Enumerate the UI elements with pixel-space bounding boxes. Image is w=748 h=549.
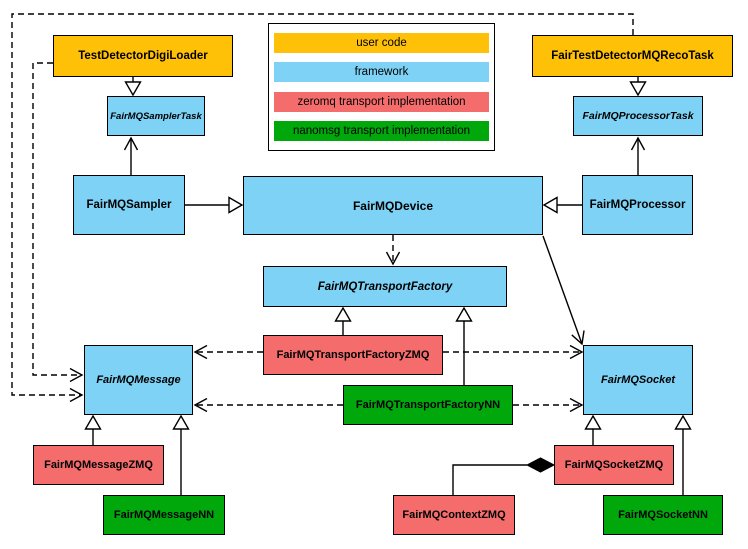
class-name-label: FairMQMessage xyxy=(96,374,181,386)
legend-item-framework: framework xyxy=(274,62,489,83)
class-box-tfzmq: FairMQTransportFactoryZMQ xyxy=(263,335,443,375)
edge-recotask-processortask-inheritance xyxy=(629,77,647,97)
open-arrowhead xyxy=(571,330,585,346)
class-name-label: FairMQSamplerTask xyxy=(110,110,202,122)
class-box-socket: FairMQSocket xyxy=(583,345,693,415)
edge-device-transportfactory-dependency xyxy=(385,235,401,266)
class-name-label: FairMQProcessor xyxy=(589,199,686,211)
edge-tfnn-socket-dependency xyxy=(513,397,584,413)
class-name-label: FairMQTransportFactory xyxy=(317,280,453,293)
inheritance-arrowhead xyxy=(584,414,602,430)
open-arrowhead xyxy=(123,136,139,151)
edge-tfzmq-socket-dependency xyxy=(443,344,584,360)
open-arrowhead xyxy=(569,397,584,413)
inheritance-arrowhead xyxy=(629,81,647,97)
legend-item-label: user code xyxy=(356,37,407,50)
inheritance-arrowhead xyxy=(455,306,473,322)
edge-tfnn-message-dependency xyxy=(193,397,343,413)
class-name-label: FairTestDetectorMQRecoTask xyxy=(551,50,714,62)
inheritance-arrowhead xyxy=(674,414,692,430)
edge-socketzmq-socket-inheritance xyxy=(584,414,602,445)
legend-item-zeromq: zeromq transport implementation xyxy=(274,91,489,112)
edge-messagenn-message-inheritance xyxy=(172,414,190,495)
open-arrowhead xyxy=(69,387,84,403)
inheritance-arrowhead xyxy=(124,81,142,97)
inheritance-arrowhead xyxy=(542,196,558,214)
edge-processor-processortask-association xyxy=(630,136,646,175)
class-box-socketzmq: FairMQSocketZMQ xyxy=(554,445,674,485)
class-box-samplertask: FairMQSamplerTask xyxy=(107,96,205,136)
open-arrowhead xyxy=(385,251,401,266)
class-box-transportfactory: FairMQTransportFactory xyxy=(263,266,507,307)
edge-recotask-message-dependency xyxy=(11,13,634,403)
legend-item-nanomsg: nanomsg transport implementation xyxy=(274,120,489,141)
inheritance-arrowhead xyxy=(172,414,190,430)
class-box-messagenn: FairMQMessageNN xyxy=(103,495,225,535)
edge-socketnn-socket-inheritance xyxy=(674,414,692,495)
open-arrowhead xyxy=(569,344,584,360)
open-arrowhead xyxy=(193,344,208,360)
class-box-socketnn: FairMQSocketNN xyxy=(603,495,723,535)
inheritance-arrowhead xyxy=(334,306,352,322)
edge-digiloader-samplertask-inheritance xyxy=(124,77,142,97)
class-box-sampler: FairMQSampler xyxy=(73,175,185,235)
edge-digiloader-message-dependency xyxy=(32,62,84,383)
class-box-processortask: FairMQProcessorTask xyxy=(573,96,703,136)
class-box-contextzmq: FairMQContextZMQ xyxy=(393,495,515,535)
edge-tfzmq-message-dependency xyxy=(193,344,263,360)
class-name-label: FairMQSocketZMQ xyxy=(564,459,664,471)
class-name-label: FairMQTransportFactoryZMQ xyxy=(276,349,430,361)
class-name-label: FairMQDevice xyxy=(352,198,434,213)
class-box-digiloader: TestDetectorDigiLoader xyxy=(53,35,233,77)
edge-tfzmq-transportfactory-inheritance xyxy=(334,306,352,335)
legend-item-user: user code xyxy=(274,33,489,54)
class-box-device: FairMQDevice xyxy=(243,176,543,235)
class-box-recotask: FairTestDetectorMQRecoTask xyxy=(532,35,733,77)
inheritance-arrowhead xyxy=(228,196,244,214)
open-arrowhead xyxy=(69,367,84,383)
open-arrowhead xyxy=(193,397,208,413)
composition-diamond xyxy=(525,457,556,473)
class-box-messagezmq: FairMQMessageZMQ xyxy=(33,445,164,485)
edge-processor-device-inheritance xyxy=(542,196,582,214)
class-name-label: FairMQMessageNN xyxy=(113,509,215,521)
edge-sampler-device-inheritance xyxy=(185,196,244,214)
class-box-processor: FairMQProcessor xyxy=(582,175,693,235)
class-name-label: FairMQSampler xyxy=(86,199,172,211)
class-name-label: FairMQSocket xyxy=(601,374,675,386)
open-arrowhead xyxy=(630,136,646,151)
edge-socketzmq-contextzmq-composition xyxy=(452,457,556,495)
class-box-tfnn: FairMQTransportFactoryNN xyxy=(343,385,513,425)
class-box-message: FairMQMessage xyxy=(84,345,193,415)
legend-panel: user code framework zeromq transport imple… xyxy=(268,23,495,151)
class-name-label: FairMQSocketNN xyxy=(618,509,708,521)
edge-tfnn-transportfactory-inheritance xyxy=(455,306,473,385)
inheritance-arrowhead xyxy=(84,414,102,430)
legend-item-label: framework xyxy=(354,66,409,79)
class-name-label: FairMQTransportFactoryNN xyxy=(355,399,501,411)
class-name-label: FairMQMessageZMQ xyxy=(44,459,153,471)
legend-item-label: nanomsg transport implementation xyxy=(292,124,471,137)
edge-messagezmq-message-inheritance xyxy=(84,414,102,445)
legend-item-label: zeromq transport implementation xyxy=(297,95,466,108)
edge-device-socket-association xyxy=(542,235,585,346)
edge-sampler-samplertask-association xyxy=(123,136,139,175)
class-name-label: FairMQContextZMQ xyxy=(402,509,506,521)
class-name-label: TestDetectorDigiLoader xyxy=(78,50,208,62)
class-name-label: FairMQProcessorTask xyxy=(582,110,694,122)
